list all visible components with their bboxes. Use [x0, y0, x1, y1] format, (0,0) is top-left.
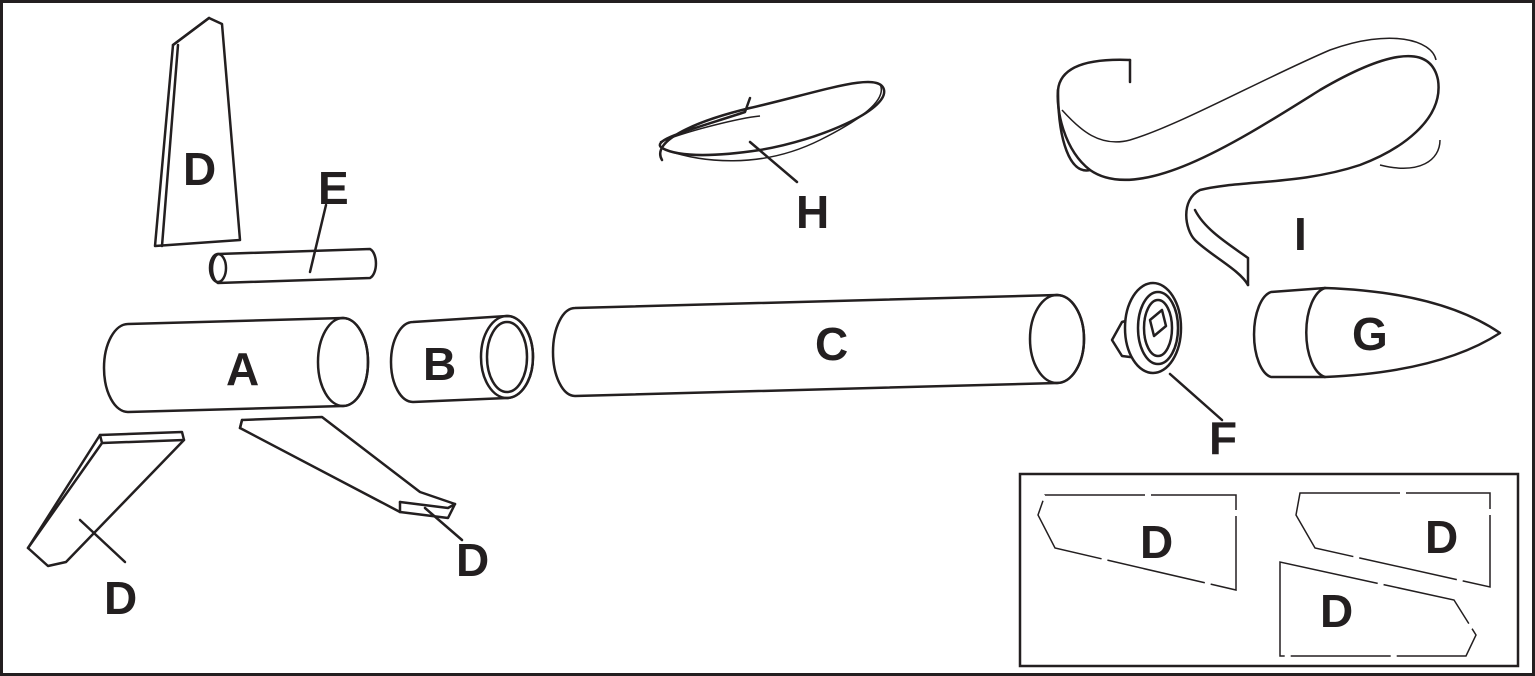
engine-block-label: F — [1209, 412, 1237, 464]
nose-cone-label: G — [1352, 308, 1388, 360]
fin-label-lower-left: D — [104, 572, 137, 624]
inset-fin-label-2: D — [1425, 511, 1458, 563]
launch-lug-label: E — [318, 162, 349, 214]
fin-label-top: D — [183, 143, 216, 195]
body-tube-a-label: A — [226, 343, 259, 395]
nose-cone-g — [1252, 286, 1502, 379]
body-tube-a — [102, 316, 370, 414]
launch-lug — [208, 203, 378, 285]
fin-upright — [153, 16, 242, 248]
coupler-b — [389, 314, 535, 404]
engine-block-f — [1110, 281, 1224, 422]
fin-lower-left — [26, 430, 186, 568]
streamer-label: I — [1294, 208, 1307, 260]
body-tube-c-label: C — [815, 318, 848, 370]
fin-label-lower-center: D — [456, 534, 489, 586]
shock-cord-label: H — [796, 186, 829, 238]
body-tube-c — [551, 293, 1086, 398]
inset-fin-label-1: D — [1140, 516, 1173, 568]
fin-template-inset — [1018, 472, 1520, 668]
shock-cord-h — [658, 80, 886, 184]
inset-fin-label-3: D — [1320, 585, 1353, 637]
streamer-i — [1056, 37, 1441, 287]
fin-lower-center — [238, 415, 464, 542]
coupler-b-label: B — [423, 338, 456, 390]
